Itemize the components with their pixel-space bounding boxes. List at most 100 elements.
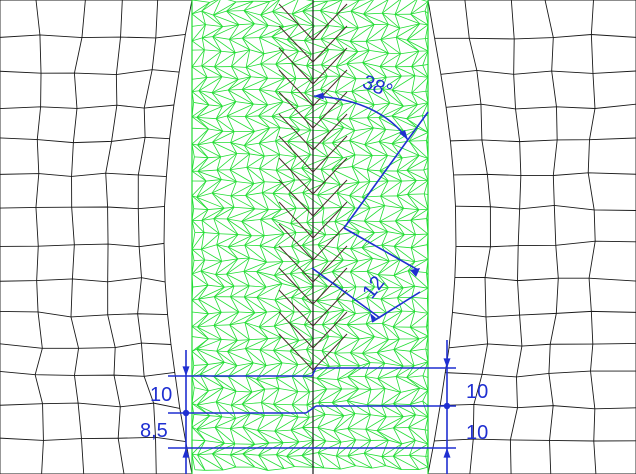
triangle-edge xyxy=(334,352,360,367)
triangle-edge xyxy=(211,76,223,93)
triangle-edge xyxy=(367,76,387,91)
triangle-edge xyxy=(335,66,341,77)
triangle-edge xyxy=(410,1,429,15)
triangle-edge xyxy=(201,2,211,12)
triangle-edge xyxy=(191,91,195,103)
triangle-edge xyxy=(302,244,318,246)
triangle-edge xyxy=(322,143,329,158)
triangle-edge xyxy=(196,116,217,120)
triangle-edge xyxy=(312,231,326,236)
triangle-edge xyxy=(230,454,237,468)
triangle-edge xyxy=(409,326,420,340)
triangle-edge xyxy=(391,115,404,132)
triangle-edge xyxy=(382,88,404,107)
triangle-edge xyxy=(199,361,225,375)
triangle-edge xyxy=(306,208,310,223)
quad-mesh-column-line xyxy=(544,0,559,474)
triangle-edge xyxy=(208,207,225,210)
triangle-edge xyxy=(415,414,429,418)
triangle-edge xyxy=(306,129,312,143)
triangle-edge xyxy=(320,157,344,170)
triangle-edge xyxy=(378,117,387,130)
triangle-edge xyxy=(301,298,312,312)
left-dim-arrow-top xyxy=(182,366,190,376)
triangle-edge xyxy=(400,50,419,55)
triangle-edge xyxy=(242,415,265,428)
triangle-edge xyxy=(320,168,341,185)
triangle-edge xyxy=(281,310,295,313)
triangle-edge xyxy=(289,322,313,339)
triangle-edge xyxy=(346,324,375,337)
triangle-edge xyxy=(407,194,429,210)
triangle-edge xyxy=(388,23,400,29)
triangle-edge xyxy=(394,234,416,247)
triangle-edge xyxy=(351,155,373,167)
triangle-edge xyxy=(342,154,356,159)
triangle-edge xyxy=(302,192,318,196)
triangle-edge xyxy=(194,387,209,392)
triangle-edge xyxy=(331,157,344,170)
dimension-lines xyxy=(168,92,456,474)
chevron-left-stroke xyxy=(278,69,314,107)
triangle-edge xyxy=(275,50,299,65)
triangle-edge xyxy=(230,453,243,456)
triangle-edge xyxy=(374,102,390,106)
triangle-edge xyxy=(317,427,342,443)
triangle-edge xyxy=(378,141,403,159)
triangle-edge xyxy=(381,231,388,246)
triangle-edge xyxy=(244,244,261,247)
triangle-edge xyxy=(347,452,365,457)
triangle-edge xyxy=(301,231,314,246)
triangle-edge xyxy=(271,209,282,219)
triangle-edge xyxy=(202,36,213,39)
triangle-edge xyxy=(318,102,328,118)
triangle-edge xyxy=(259,155,265,169)
triangle-edge xyxy=(391,105,404,117)
triangle-edge xyxy=(362,62,381,67)
triangle-edge xyxy=(336,234,340,249)
triangle-edge xyxy=(361,244,382,248)
triangle-edge xyxy=(261,181,265,193)
triangle-edge xyxy=(276,454,295,467)
triangle-edge xyxy=(290,417,310,431)
triangle-edge xyxy=(226,101,237,117)
triangle-edge xyxy=(215,387,224,403)
triangle-edge xyxy=(215,118,235,132)
triangle-edge xyxy=(242,402,262,405)
triangle-edge xyxy=(402,155,420,159)
triangle-edge xyxy=(389,102,404,107)
triangle-edge xyxy=(201,49,205,66)
triangle-edge xyxy=(274,429,292,432)
triangle-edge xyxy=(349,24,375,42)
triangle-edge xyxy=(365,41,370,51)
quad-mesh-row-line xyxy=(0,205,165,210)
triangle-edge xyxy=(276,169,291,171)
triangle-edge xyxy=(306,349,322,352)
triangle-edge xyxy=(197,130,223,146)
triangle-edge xyxy=(191,415,211,428)
triangle-edge xyxy=(365,414,371,430)
triangle-edge xyxy=(327,102,343,105)
triangle-edge xyxy=(245,49,251,68)
triangle-edge xyxy=(272,0,296,12)
triangle-edge xyxy=(350,10,375,25)
triangle-edge xyxy=(395,28,401,38)
triangle-edge xyxy=(395,37,401,54)
triangle-edge xyxy=(292,10,303,15)
triangle-edge xyxy=(231,391,253,406)
triangle-edge xyxy=(272,11,293,15)
triangle-edge xyxy=(212,89,229,94)
triangle-edge xyxy=(382,88,391,104)
triangle-edge xyxy=(296,231,313,233)
triangle-edge xyxy=(196,348,225,363)
triangle-edge xyxy=(407,270,415,287)
triangle-edge xyxy=(246,167,260,170)
triangle-edge xyxy=(354,413,371,416)
triangle-edge xyxy=(259,235,265,246)
triangle-edge xyxy=(396,195,420,211)
triangle-edge xyxy=(382,323,389,340)
quad-mesh-column-line xyxy=(509,0,523,474)
triangle-edge xyxy=(226,115,255,132)
triangle-edge xyxy=(299,258,314,263)
triangle-edge xyxy=(230,426,243,430)
